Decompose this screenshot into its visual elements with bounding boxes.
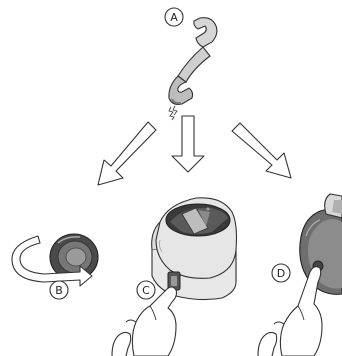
label-a: A	[170, 11, 178, 24]
handset-icon	[168, 17, 218, 121]
arrow-right-down-icon	[231, 122, 292, 179]
label-b-circle	[49, 280, 69, 300]
earpiece-unit-d	[299, 193, 342, 295]
label-b: B	[55, 284, 63, 297]
arrow-left-down-icon	[97, 121, 157, 186]
charger-base-c	[151, 197, 238, 301]
label-d-circle	[271, 263, 291, 283]
rotate-arrow-icon	[11, 235, 93, 287]
arrow-down-icon	[171, 115, 205, 173]
label-c: C	[142, 284, 150, 297]
earpiece-button-press-icon	[257, 266, 323, 356]
label-c-circle	[136, 280, 156, 300]
earpiece-disc	[49, 233, 99, 281]
label-a-circle	[164, 7, 184, 27]
label-d: D	[277, 267, 285, 280]
earpiece-rotate-b: B	[11, 233, 99, 300]
charger-button-press-icon	[111, 286, 178, 356]
handset-a: A	[164, 7, 218, 121]
